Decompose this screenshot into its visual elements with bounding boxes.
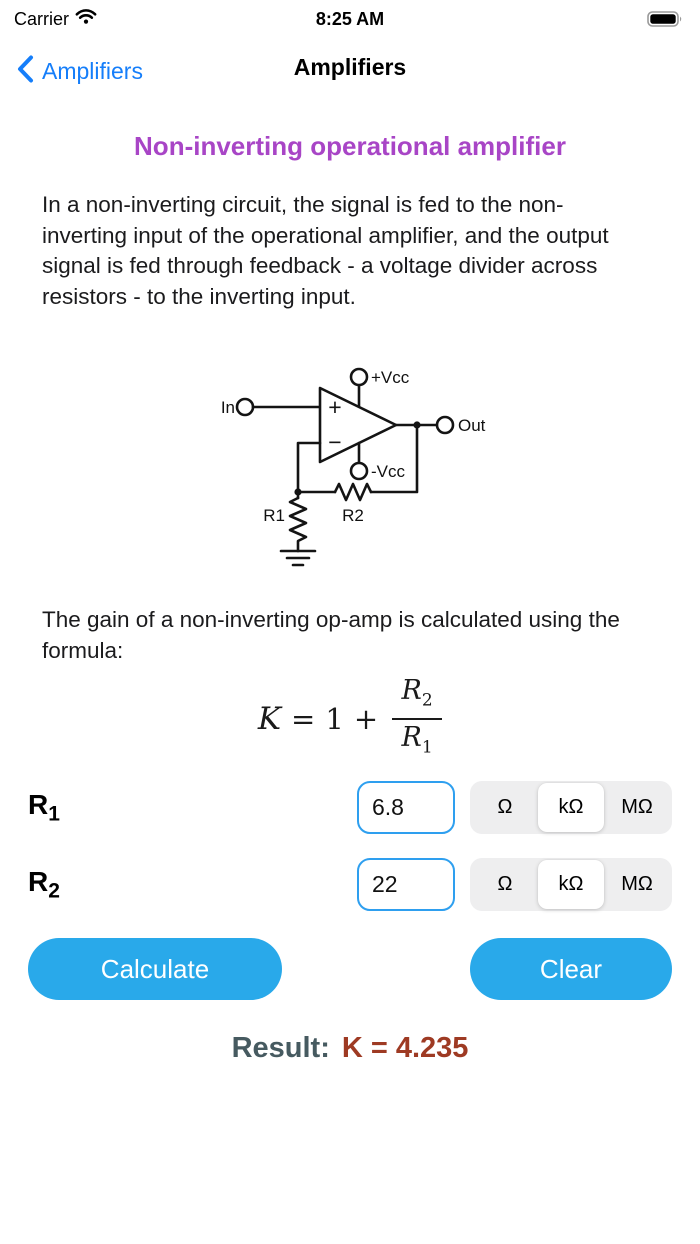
r2-value-input[interactable]: [357, 858, 455, 911]
resistor-r1: [288, 496, 308, 553]
page-title: Amplifiers: [293, 54, 407, 80]
topic-heading: Non-inverting operational amplifier: [134, 131, 566, 161]
output-junction-dot: [413, 421, 421, 429]
result-label: Result:: [231, 1032, 330, 1064]
wifi-icon: [75, 8, 97, 30]
result-value: K = 4.235: [341, 1032, 469, 1064]
r1-unit-segmented-control: Ω kΩ MΩ: [470, 781, 672, 834]
diagram-label-vcc-minus: -Vcc: [371, 462, 406, 481]
r2-row: R2 Ω kΩ MΩ: [0, 858, 700, 912]
battery-icon: [646, 9, 686, 29]
r1-value-input[interactable]: [357, 781, 455, 834]
calculate-button[interactable]: Calculate: [28, 938, 282, 1000]
r1-label: R1: [28, 789, 60, 826]
diagram-label-r1: R1: [263, 506, 285, 525]
formula-intro: The gain of a non-inverting op-amp is ca…: [42, 607, 620, 663]
vcc-minus-terminal: [349, 461, 369, 481]
back-button-label: Amplifiers: [42, 57, 143, 84]
feedback-wire-right: [369, 423, 419, 494]
inverting-sign: −: [328, 429, 341, 455]
r1-row: R1 Ω kΩ MΩ: [0, 781, 700, 835]
r2-label: R2: [28, 866, 60, 903]
diagram-label-out: Out: [458, 416, 486, 435]
r2-unit-segmented-control: Ω kΩ MΩ: [470, 858, 672, 911]
vcc-plus-terminal: [349, 367, 369, 387]
r1-unit-mohm[interactable]: MΩ: [621, 796, 653, 818]
result-row: Result: K = 4.235: [0, 1032, 700, 1065]
carrier-group: Carrier: [14, 8, 97, 30]
formula-one: 1: [325, 702, 344, 736]
formula-denominator: R1: [401, 722, 433, 758]
diagram-label-in: In: [221, 398, 235, 417]
diagram-label-r2: R2: [342, 506, 364, 525]
r2-unit-ohm[interactable]: Ω: [497, 873, 513, 895]
gain-formula: K = 1 + R2 R1: [0, 674, 700, 764]
resistor-r2: [333, 482, 373, 502]
r2-unit-mohm[interactable]: MΩ: [621, 873, 653, 895]
status-bar: 8:25 AM Carrier: [0, 0, 700, 38]
fraction-bar: [392, 718, 443, 720]
diagram-label-vcc-plus: +Vcc: [371, 368, 410, 387]
r1-unit-kohm[interactable]: kΩ: [538, 783, 604, 832]
nav-bar: Amplifiers Amplifiers: [0, 46, 700, 96]
output-terminal: [435, 415, 455, 435]
formula-plus: +: [353, 702, 379, 736]
status-time: 8:25 AM: [315, 8, 385, 29]
formula-numerator: R2: [401, 674, 433, 710]
clear-button[interactable]: Clear: [470, 938, 672, 1000]
feedback-junction-dot: [294, 488, 302, 496]
carrier-label: Carrier: [14, 8, 70, 29]
formula-fraction: R2 R1: [392, 674, 443, 764]
topic-description: In a non-inverting circuit, the signal i…: [42, 192, 609, 309]
input-terminal: [235, 397, 255, 417]
chevron-left-icon: [16, 54, 34, 89]
formula-equals: =: [291, 702, 316, 736]
r2-unit-kohm[interactable]: kΩ: [538, 860, 604, 909]
r1-unit-ohm[interactable]: Ω: [497, 796, 513, 818]
noninverting-sign: +: [328, 394, 341, 420]
back-button[interactable]: Amplifiers: [16, 52, 143, 90]
inverting-input-wire: [296, 441, 322, 494]
formula-k: K: [257, 701, 282, 737]
opamp-circuit-diagram: In Out +Vcc -Vcc R1 R2 + −: [195, 355, 495, 580]
